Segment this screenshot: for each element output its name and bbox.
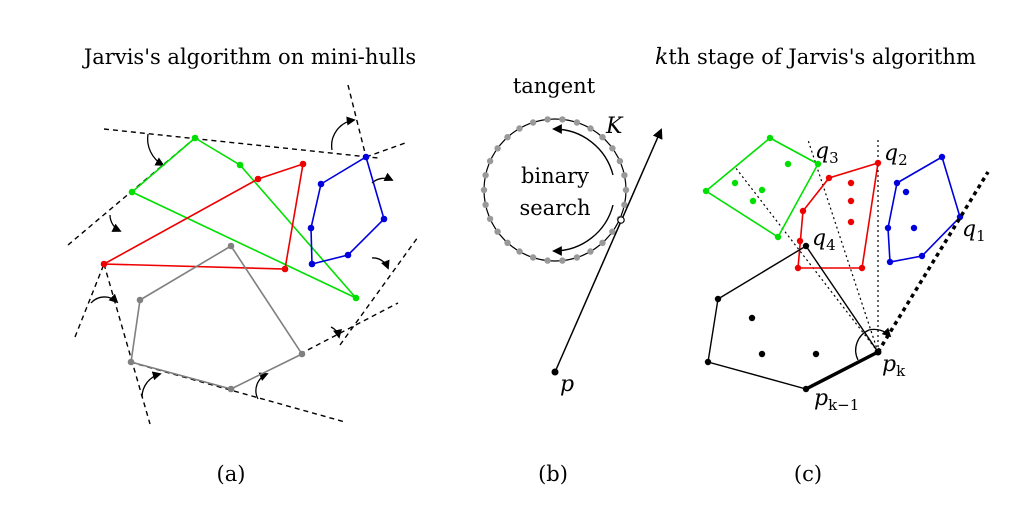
hull-point xyxy=(486,215,494,223)
pkm1-main: p xyxy=(814,386,828,411)
supporting-lines xyxy=(67,84,419,425)
panel-a-title: Jarvis's algorithm on mini-hulls xyxy=(82,45,416,69)
panel-c-title: kth stage of Jarvis's algorithm xyxy=(655,45,976,70)
hull-point xyxy=(609,228,616,235)
p-label: p xyxy=(560,372,574,397)
pk-label: pk xyxy=(882,352,906,380)
hull-point xyxy=(587,125,594,132)
binary-search-arcs xyxy=(552,124,614,256)
q4-label: q4 xyxy=(812,226,836,254)
hull-point xyxy=(529,119,537,126)
c-red-hull xyxy=(794,159,882,272)
panel-c-title-k: k xyxy=(655,45,668,70)
hull-point xyxy=(559,257,566,264)
hull-point xyxy=(480,186,488,194)
hull-point xyxy=(516,125,523,132)
search-label: search xyxy=(519,196,590,220)
hull-point xyxy=(494,228,501,235)
green-hull xyxy=(128,134,360,302)
hull-point xyxy=(573,254,581,261)
q4-sub: 4 xyxy=(826,236,836,254)
tangent-ray xyxy=(554,128,663,373)
pk-angle-arc xyxy=(855,329,870,361)
pkm1-sub: k−1 xyxy=(828,396,859,414)
q3-main: q xyxy=(815,139,829,164)
q2-main: q xyxy=(884,141,898,166)
hull-point xyxy=(622,186,630,194)
hull-point xyxy=(599,134,606,141)
hull-point xyxy=(621,201,628,208)
hull-point xyxy=(609,145,616,152)
hull-point xyxy=(482,172,489,179)
hull-point xyxy=(616,157,624,165)
gray-hull xyxy=(127,242,306,393)
red-hull xyxy=(100,160,307,273)
q1-label: q1 xyxy=(962,217,986,245)
tangent-label: tangent xyxy=(513,74,596,98)
panel-c-caption: (c) xyxy=(794,462,822,486)
hull-point xyxy=(621,172,628,179)
panel-c-title-rest: th stage of Jarvis's algorithm xyxy=(668,45,976,69)
binary-label: binary xyxy=(521,164,589,188)
panel-a: Jarvis's algorithm on mini-hulls xyxy=(67,45,419,486)
q1-main: q xyxy=(962,217,976,242)
c-green-hull xyxy=(702,134,822,241)
angle-arcs xyxy=(90,116,394,400)
hull-point xyxy=(486,157,494,165)
q3-sub: 3 xyxy=(829,149,839,167)
panel-c: kth stage of Jarvis's algorithm xyxy=(655,45,990,486)
q3-label: q3 xyxy=(815,139,839,167)
q2-label: q2 xyxy=(884,141,908,169)
q1-sub: 1 xyxy=(976,227,986,245)
blue-hull xyxy=(307,153,388,268)
panel-b: tangent binary search K p (b) xyxy=(480,74,663,486)
pkm1-label: pk−1 xyxy=(814,386,859,414)
hull-point xyxy=(482,201,489,208)
point-p xyxy=(551,368,559,376)
panel-a-caption: (a) xyxy=(217,462,246,486)
hull-point xyxy=(494,145,501,152)
q2-sub: 2 xyxy=(898,151,908,169)
hull-point xyxy=(599,239,606,246)
hull-point xyxy=(559,116,566,123)
hull-point xyxy=(544,257,551,264)
pk-angle-arrow xyxy=(868,327,892,338)
hull-point xyxy=(504,239,511,246)
q4-main: q xyxy=(812,226,826,251)
dotted-lines xyxy=(734,139,879,353)
next-edge xyxy=(876,171,990,353)
hull-point xyxy=(544,116,551,123)
K-label: K xyxy=(605,114,624,139)
hull-point xyxy=(529,254,537,261)
hull-point xyxy=(516,248,523,255)
panel-b-caption: (b) xyxy=(538,462,568,486)
tangent-point xyxy=(617,216,625,224)
hull-point xyxy=(587,248,594,255)
c-black-hull xyxy=(704,242,882,393)
pk-main: p xyxy=(882,352,896,377)
hull-point xyxy=(504,134,511,141)
c-blue-hull xyxy=(884,153,964,266)
hull-point xyxy=(573,119,581,126)
pk-sub: k xyxy=(896,362,906,380)
